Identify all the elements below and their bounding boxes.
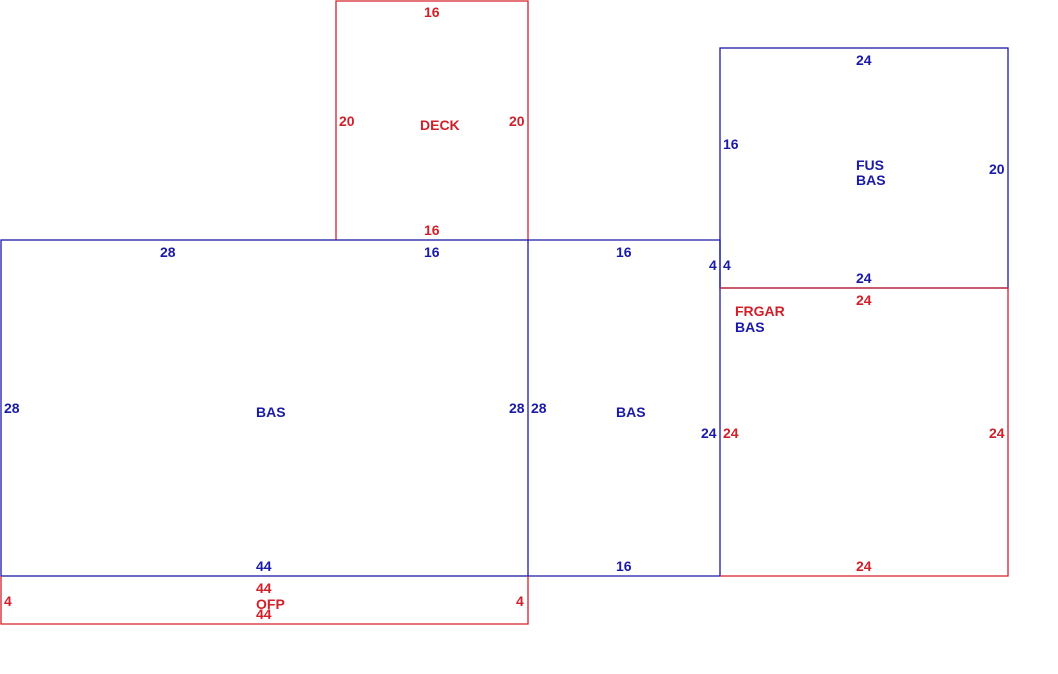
deck-dim-bottom: 16 (424, 222, 440, 238)
fus-dim-left: 16 (723, 136, 739, 152)
bas-middle-dim-left: 28 (531, 400, 547, 416)
frgar-dim-top: 24 (856, 292, 872, 308)
bas-main-dim-top-left: 28 (160, 244, 176, 260)
bas-main-dim-left: 28 (4, 400, 20, 416)
bas-middle-dim-right-upper: 4 (709, 257, 717, 273)
fus-dim-bottom: 24 (856, 270, 872, 286)
deck-dim-left: 20 (339, 113, 355, 129)
ofp-dim-left: 4 (4, 593, 12, 609)
deck-label: DECK (420, 117, 460, 133)
ofp-dim-top: 44 (256, 580, 272, 596)
frgar-dim-left: 24 (723, 425, 739, 441)
fus-label-line2: BAS (856, 172, 886, 188)
bas-main-label: BAS (256, 404, 286, 420)
frgar-outline (720, 287, 1009, 577)
bas-main-dim-bottom: 44 (256, 558, 272, 574)
fus-dim-right: 20 (989, 161, 1005, 177)
frgar-label-line1: FRGAR (735, 303, 785, 319)
frgar-dim-right: 24 (989, 425, 1005, 441)
frgar-label-line2: BAS (735, 319, 765, 335)
ofp-dim-bottom: 44 (256, 606, 272, 622)
bas-middle-dim-top: 16 (616, 244, 632, 260)
fus-dim-top: 24 (856, 52, 872, 68)
bas-main-dim-right: 28 (509, 400, 525, 416)
bas-middle-dim-bottom: 16 (616, 558, 632, 574)
bas-middle-label: BAS (616, 404, 646, 420)
bas-middle-outline (528, 239, 721, 577)
ofp-dim-right: 4 (516, 593, 524, 609)
deck-dim-top: 16 (424, 4, 440, 20)
fus-label-line1: FUS (856, 157, 884, 173)
bas-main-dim-top-right: 16 (424, 244, 440, 260)
ofp-outline (0, 576, 529, 625)
fus-dim-left-lower: 4 (723, 257, 731, 273)
bas-middle-dim-right-lower: 24 (701, 425, 717, 441)
deck-dim-right: 20 (509, 113, 525, 129)
deck-outline (335, 0, 529, 240)
ofp-label: OFP (256, 596, 285, 612)
bas-main-outline (0, 239, 529, 577)
frgar-dim-bottom: 24 (856, 558, 872, 574)
